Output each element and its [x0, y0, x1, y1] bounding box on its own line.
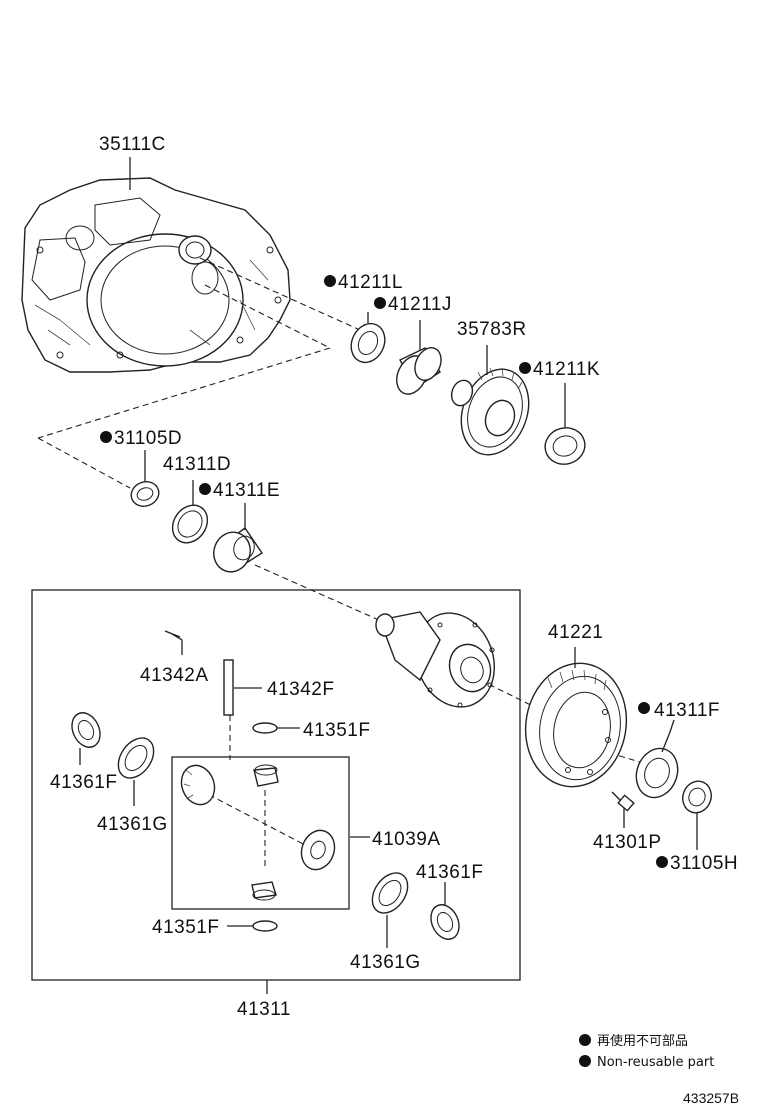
label-41351F-top: 41351F	[303, 720, 370, 741]
ring-gear-41221	[524, 662, 628, 788]
bearing-41211K	[544, 427, 586, 465]
label-41311E: 41311E	[213, 480, 280, 501]
washer-41361F-left	[71, 712, 101, 748]
washer-41351F-top	[252, 722, 278, 734]
label-41039A: 41039A	[372, 829, 441, 850]
label-41211L: 41211L	[338, 272, 403, 293]
transaxle-housing	[21, 177, 291, 373]
label-41311F: 41311F	[654, 700, 720, 721]
legend-text-en: Non-reusable part	[597, 1055, 714, 1070]
legend-dot-en	[579, 1055, 591, 1067]
part-labels: 35111C 41211L 41211J 35783R 41211K 31105…	[50, 134, 738, 1020]
non-reusable-dot-41211L	[324, 275, 336, 287]
label-41351F-bottom: 41351F	[152, 917, 219, 938]
non-reusable-markers	[100, 275, 668, 868]
label-41221: 41221	[548, 622, 603, 643]
washer-41361G-left	[117, 737, 155, 779]
seal-41211L	[350, 322, 386, 364]
label-41211J: 41211J	[388, 294, 452, 315]
differential-case	[375, 611, 496, 708]
pinion-gear-set-box	[171, 756, 350, 910]
non-reusable-dot-41211J	[374, 297, 386, 309]
shim-41311D	[171, 504, 209, 544]
bearing-41311E	[213, 527, 263, 573]
label-31105H: 31105H	[670, 853, 738, 874]
bearing-41211J	[396, 347, 442, 395]
washer-41361G-right	[371, 872, 409, 914]
label-41361F-right: 41361F	[416, 862, 483, 883]
gear-35783R	[450, 367, 530, 456]
leader-lines	[79, 157, 698, 994]
label-41361F-left: 41361F	[50, 772, 117, 793]
seal-31105D	[130, 481, 160, 507]
non-reusable-dot-41311E	[199, 483, 211, 495]
label-41311D: 41311D	[163, 454, 231, 475]
label-31105D: 31105D	[114, 428, 182, 449]
label-41361G-left: 41361G	[97, 814, 168, 835]
non-reusable-dot-41211K	[519, 362, 531, 374]
label-41361G-right: 41361G	[350, 952, 421, 973]
seal-31105H	[682, 780, 712, 814]
differential-case-assy-box	[31, 589, 521, 981]
legend-text-jp: 再使用不可部品	[597, 1033, 688, 1049]
label-41311: 41311	[237, 999, 291, 1020]
label-35111C: 35111C	[99, 134, 166, 155]
label-35783R: 35783R	[457, 319, 527, 340]
legend: 再使用不可部品 Non-reusable part	[579, 1033, 714, 1070]
pinion-gears	[180, 764, 336, 901]
label-41301P: 41301P	[593, 832, 662, 853]
non-reusable-dot-31105H	[656, 856, 668, 868]
washer-41361F-right	[430, 904, 460, 940]
label-41211K: 41211K	[533, 359, 600, 380]
drawing-number: 433257B	[683, 1090, 739, 1106]
label-41342F: 41342F	[267, 679, 334, 700]
bearing-41311F	[635, 747, 679, 799]
washer-41351F-bottom	[252, 920, 278, 932]
bolt-41301P	[611, 791, 635, 812]
shaft-41342F	[223, 659, 234, 716]
non-reusable-dot-31105D	[100, 431, 112, 443]
non-reusable-dot-41311F	[638, 702, 650, 714]
legend-dot-jp	[579, 1034, 591, 1046]
label-41342A: 41342A	[140, 665, 209, 686]
